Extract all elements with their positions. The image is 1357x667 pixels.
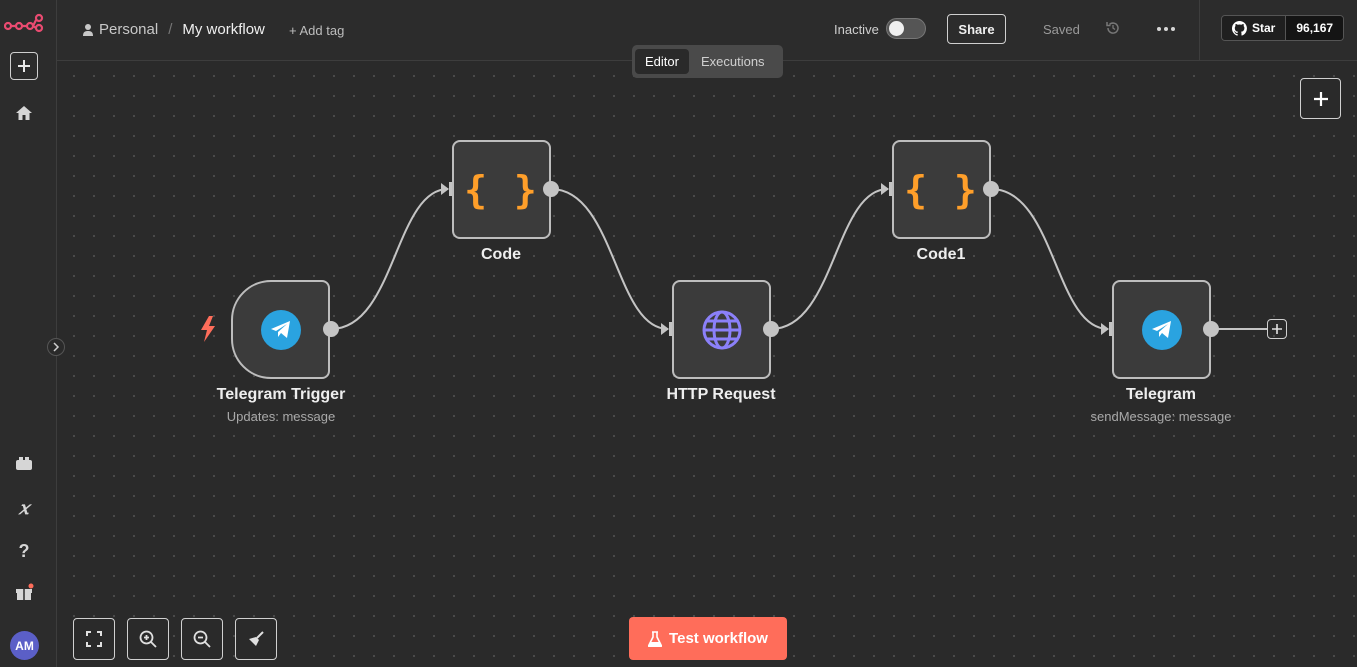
fit-view-button[interactable] [73, 618, 115, 660]
telegram-icon [1141, 309, 1182, 350]
node-subtitle: sendMessage: message [1090, 409, 1232, 424]
output-handle[interactable] [543, 181, 559, 197]
header-divider [1199, 0, 1200, 61]
view-tabs: Editor Executions [632, 45, 783, 78]
whats-new-gift-icon[interactable] [9, 577, 39, 607]
templates-icon[interactable] [9, 449, 39, 479]
output-handle[interactable] [1203, 321, 1219, 337]
broom-icon [249, 631, 264, 646]
saved-status: Saved [1043, 22, 1080, 37]
n8n-logo-icon[interactable] [3, 10, 45, 36]
sidebar-expand-chevron-icon[interactable] [47, 338, 65, 356]
github-icon [1232, 20, 1247, 36]
node-label: Code [481, 246, 521, 263]
node-subtitle: Updates: message [226, 409, 336, 424]
help-icon[interactable]: ? [18, 540, 30, 561]
create-button[interactable] [10, 52, 38, 80]
trigger-lightning-icon [199, 316, 217, 347]
active-status-label: Inactive [834, 22, 879, 37]
github-star-count[interactable]: 96,167 [1286, 16, 1344, 40]
node-http-request[interactable] [672, 280, 771, 379]
zoom-out-icon [193, 630, 211, 648]
add-next-node-button[interactable] [1267, 319, 1287, 339]
output-handle[interactable] [323, 321, 339, 337]
sidebar: 𝑥 ? AM [0, 0, 57, 667]
node-label: Code1 [916, 246, 966, 263]
code-braces-icon: { } [464, 167, 539, 212]
zoom-out-button[interactable] [181, 618, 223, 660]
node-label: Telegram [1126, 386, 1196, 403]
avatar[interactable]: AM [10, 631, 39, 660]
node-code1[interactable]: { } [892, 140, 991, 239]
add-tag-link[interactable]: + Add tag [289, 23, 345, 38]
node-code[interactable]: { } [452, 140, 551, 239]
add-node-button[interactable] [1300, 78, 1341, 119]
home-icon[interactable] [9, 98, 39, 128]
fit-view-icon [86, 631, 102, 647]
variables-icon[interactable]: 𝑥 [18, 497, 30, 519]
project-link[interactable]: Personal [99, 21, 159, 38]
more-options-icon[interactable] [1157, 27, 1175, 31]
tab-executions[interactable]: Executions [700, 54, 765, 69]
flask-icon [648, 630, 663, 647]
tab-editor[interactable]: Editor [635, 49, 689, 74]
output-handle[interactable] [763, 321, 779, 337]
share-button[interactable]: Share [947, 14, 1006, 44]
output-handle[interactable] [983, 181, 999, 197]
github-star[interactable]: Star [1222, 16, 1287, 40]
workflow-name[interactable]: My workflow [182, 21, 265, 38]
user-icon [83, 23, 93, 36]
node-label: HTTP Request [666, 386, 776, 403]
zoom-in-icon [139, 630, 157, 648]
node-label: Telegram Trigger [216, 386, 346, 403]
code-braces-icon: { } [904, 167, 979, 212]
test-workflow-button[interactable]: Test workflow [629, 617, 787, 660]
node-telegram[interactable] [1112, 280, 1211, 379]
telegram-icon [260, 309, 301, 350]
github-star-button[interactable]: Star 96,167 [1221, 15, 1345, 41]
active-toggle[interactable] [886, 18, 926, 39]
breadcrumb-separator: / [168, 21, 173, 38]
zoom-in-button[interactable] [127, 618, 169, 660]
history-icon[interactable] [1105, 20, 1121, 41]
breadcrumb: Personal / My workflow [83, 21, 265, 38]
node-telegram-trigger[interactable] [231, 280, 330, 379]
globe-icon [702, 310, 741, 349]
toggle-knob [889, 21, 904, 36]
tidy-up-button[interactable] [235, 618, 277, 660]
